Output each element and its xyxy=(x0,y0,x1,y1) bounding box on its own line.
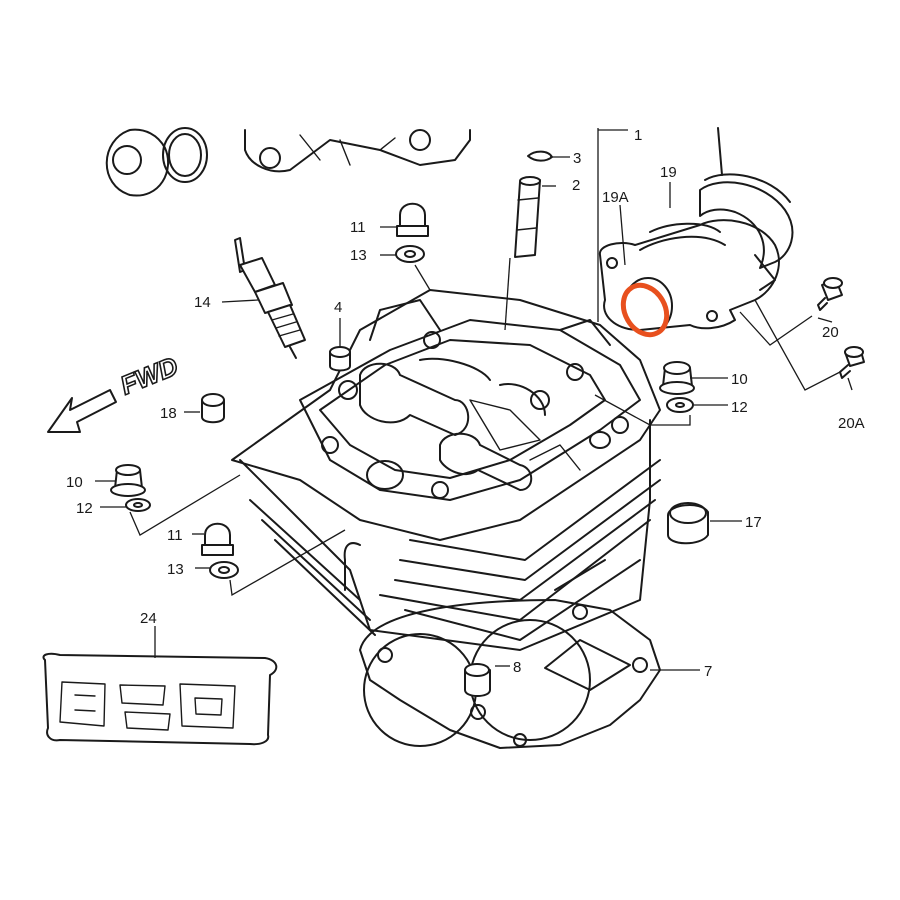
callout-labels: 1 2 3 4 7 8 10 10 11 11 12 12 13 13 14 1… xyxy=(66,127,865,680)
spark-plug xyxy=(234,237,306,359)
callout-20: 20 xyxy=(822,324,839,341)
leader-lines xyxy=(95,128,853,671)
head-gasket xyxy=(359,599,661,749)
fwd-label: FWD xyxy=(116,350,182,400)
callout-7: 7 xyxy=(704,663,712,680)
callout-11-upper: 11 xyxy=(350,219,366,236)
top-cropped-parts xyxy=(105,127,471,197)
callout-2: 2 xyxy=(572,177,580,194)
dowel-18 xyxy=(201,393,225,424)
callout-20a: 20A xyxy=(838,415,865,432)
callout-1: 1 xyxy=(634,127,642,144)
callout-12-left: 12 xyxy=(76,500,93,517)
callout-13-upper: 13 xyxy=(350,247,367,264)
intake-pipe xyxy=(598,127,794,335)
callout-4: 4 xyxy=(334,299,342,316)
flange-nut-right xyxy=(659,361,695,413)
cap-nut-upper xyxy=(395,202,429,263)
callout-11-lower: 11 xyxy=(167,527,183,544)
forward-direction-arrow xyxy=(47,389,117,433)
callout-19a: 19A xyxy=(602,189,629,206)
callout-19: 19 xyxy=(660,164,677,181)
cylinder-head xyxy=(231,289,661,541)
callout-10-right: 10 xyxy=(731,371,748,388)
callout-18: 18 xyxy=(160,405,177,422)
plug-cap-17 xyxy=(667,502,709,545)
callout-8: 8 xyxy=(513,659,521,676)
cap-nut-lower xyxy=(201,522,239,579)
callout-3: 3 xyxy=(573,150,581,167)
callout-24: 24 xyxy=(140,610,157,627)
flange-nut-left xyxy=(110,464,151,512)
callout-17: 17 xyxy=(745,514,762,531)
dowel-pin-8 xyxy=(464,663,491,697)
dowel-4 xyxy=(329,346,351,372)
callout-10-left: 10 xyxy=(66,474,83,491)
cylinder-block xyxy=(239,419,661,651)
callout-14: 14 xyxy=(194,294,211,311)
gasket-set-24 xyxy=(42,652,278,746)
valve-guide xyxy=(514,176,541,258)
o-ring-19a-highlight xyxy=(620,282,670,338)
screw-20 xyxy=(817,277,843,311)
callout-12-right: 12 xyxy=(731,399,748,416)
callout-13-lower: 13 xyxy=(167,561,184,578)
clip-3 xyxy=(527,150,553,162)
screw-20a xyxy=(839,346,865,379)
